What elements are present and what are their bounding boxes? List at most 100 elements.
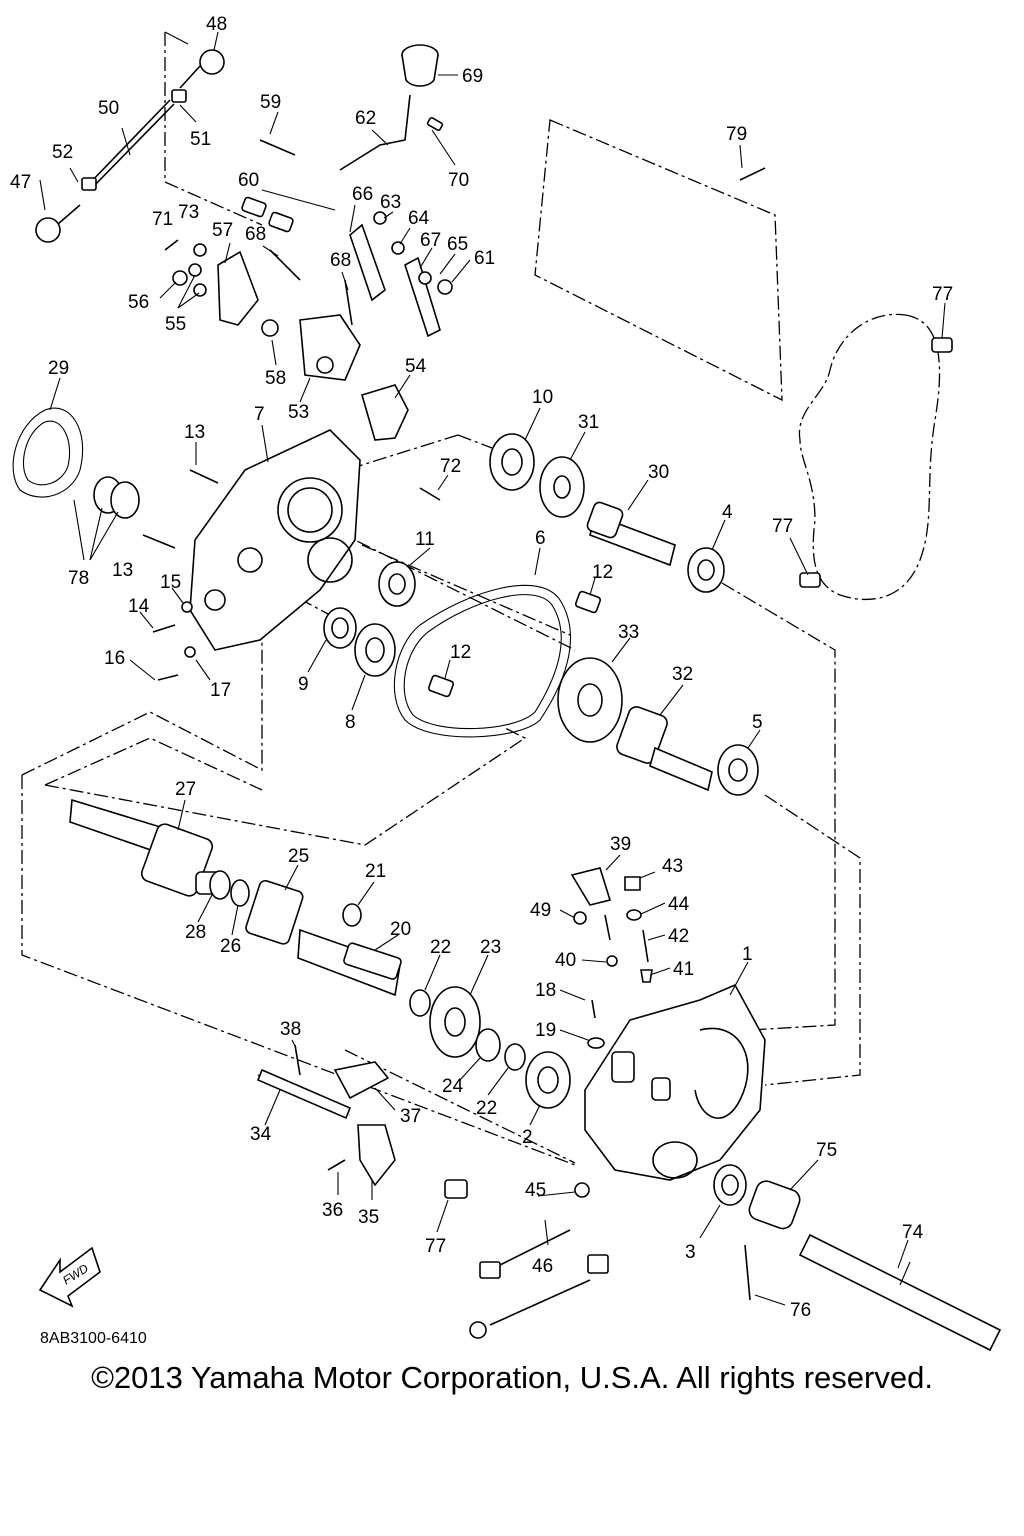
lever-67 xyxy=(404,256,441,338)
bearing-2 xyxy=(525,1051,571,1109)
shift-fork-35 xyxy=(357,1124,396,1187)
shift-lever-62 xyxy=(339,94,411,171)
callout-27: 27 xyxy=(175,779,196,800)
oil-seal-9 xyxy=(323,607,357,649)
oil-seal-3 xyxy=(713,1164,747,1206)
shift-cam-53 xyxy=(299,314,361,381)
callout-61: 61 xyxy=(474,248,495,269)
callout-13-upper: 13 xyxy=(184,422,205,443)
bolt-18 xyxy=(591,999,596,1019)
callout-31: 31 xyxy=(578,412,599,433)
callout-20: 20 xyxy=(390,919,411,940)
bolt-13-lower xyxy=(142,534,176,549)
spring-58 xyxy=(261,319,279,337)
lead-wire-45 xyxy=(499,1229,571,1266)
crankcase-right-1 xyxy=(584,983,766,1181)
forward-arrow-icon: FWD xyxy=(38,1246,101,1308)
callout-54: 54 xyxy=(405,356,427,377)
callout-29: 29 xyxy=(48,358,69,379)
lead-wire-46 xyxy=(489,1279,591,1326)
callout-47: 47 xyxy=(10,172,31,193)
bolt-59 xyxy=(259,139,296,156)
callout-3: 3 xyxy=(685,1242,696,1263)
callout-37: 37 xyxy=(400,1106,421,1127)
callout-71: 71 xyxy=(152,209,173,230)
callout-48: 48 xyxy=(206,14,227,35)
shift-lever-knob-69 xyxy=(401,44,439,87)
washer-64 xyxy=(391,241,405,255)
dowel-77-bottom xyxy=(444,1179,468,1199)
dowel-63 xyxy=(373,211,387,225)
callout-5: 5 xyxy=(752,712,763,733)
spring-42 xyxy=(642,929,649,963)
terminal-46 xyxy=(469,1321,487,1339)
shift-lever-57 xyxy=(217,250,259,326)
callout-43: 43 xyxy=(662,856,683,877)
callout-49: 49 xyxy=(530,900,551,921)
guide-bracket-39 xyxy=(570,867,612,906)
callout-56: 56 xyxy=(128,292,149,313)
callout-9: 9 xyxy=(298,674,309,695)
callout-68-right: 68 xyxy=(330,250,351,271)
callout-59: 59 xyxy=(260,92,281,113)
tie-rod-end-47 xyxy=(35,204,81,243)
callout-8: 8 xyxy=(345,712,356,733)
washer-26 xyxy=(230,879,250,907)
dowel-77-mid xyxy=(799,572,821,588)
callout-69: 69 xyxy=(462,66,483,87)
bolt-14 xyxy=(152,624,176,633)
callout-63: 63 xyxy=(380,192,401,213)
nut-52 xyxy=(81,177,97,191)
leader-lines xyxy=(39,31,946,1306)
ball-40 xyxy=(606,955,618,967)
callout-75: 75 xyxy=(816,1140,837,1161)
callout-19: 19 xyxy=(535,1020,556,1041)
callout-77-top: 77 xyxy=(932,284,953,305)
callout-labels: 48 69 50 59 62 79 51 52 70 47 60 66 63 7… xyxy=(10,14,953,1347)
bearing-4 xyxy=(687,547,725,593)
cotter-pin-71 xyxy=(164,239,179,251)
dog-clutch-25 xyxy=(245,879,304,945)
callout-77-bottom: 77 xyxy=(425,1236,446,1257)
gasket-44 xyxy=(626,909,642,921)
washer-22-upper xyxy=(409,989,431,1017)
callout-44: 44 xyxy=(668,894,690,915)
shift-fork-37 xyxy=(333,1061,390,1100)
callout-10: 10 xyxy=(532,387,553,408)
callout-79: 79 xyxy=(726,124,747,145)
gear-32 xyxy=(616,706,713,792)
lever-66 xyxy=(349,223,386,302)
callout-77-mid: 77 xyxy=(772,516,793,537)
dowel-77-top xyxy=(931,337,953,353)
pin-36 xyxy=(327,1159,346,1171)
bearing-10 xyxy=(489,433,535,491)
callout-78: 78 xyxy=(68,568,89,589)
callout-50: 50 xyxy=(98,98,119,119)
callout-11: 11 xyxy=(415,529,435,550)
tie-rod-end-48 xyxy=(179,49,225,89)
callout-67: 67 xyxy=(420,230,441,251)
callout-21: 21 xyxy=(365,861,386,882)
callout-64: 64 xyxy=(408,208,430,229)
copyright-notice: ©2013 Yamaha Motor Corporation, U.S.A. A… xyxy=(91,1360,933,1395)
callout-66: 66 xyxy=(352,184,373,205)
callout-40: 40 xyxy=(555,950,576,971)
callout-22-upper: 22 xyxy=(430,937,451,958)
washer-55 xyxy=(193,283,207,297)
callout-35: 35 xyxy=(358,1207,379,1228)
callout-38: 38 xyxy=(280,1019,301,1040)
callout-70: 70 xyxy=(448,170,469,191)
callout-25: 25 xyxy=(288,846,309,867)
cap-43 xyxy=(624,876,641,891)
callout-34: 34 xyxy=(250,1124,272,1145)
callout-36: 36 xyxy=(322,1200,343,1221)
plunger-41 xyxy=(640,969,653,983)
gear-23 xyxy=(429,986,481,1058)
circlip-21 xyxy=(342,903,362,927)
crankcase-left-7 xyxy=(189,429,361,651)
oil-seal-78 xyxy=(93,476,140,519)
case-gasket-6 xyxy=(393,584,571,738)
callout-17: 17 xyxy=(210,680,231,701)
bolt-13-upper xyxy=(189,469,219,484)
washer-65 xyxy=(418,271,432,285)
